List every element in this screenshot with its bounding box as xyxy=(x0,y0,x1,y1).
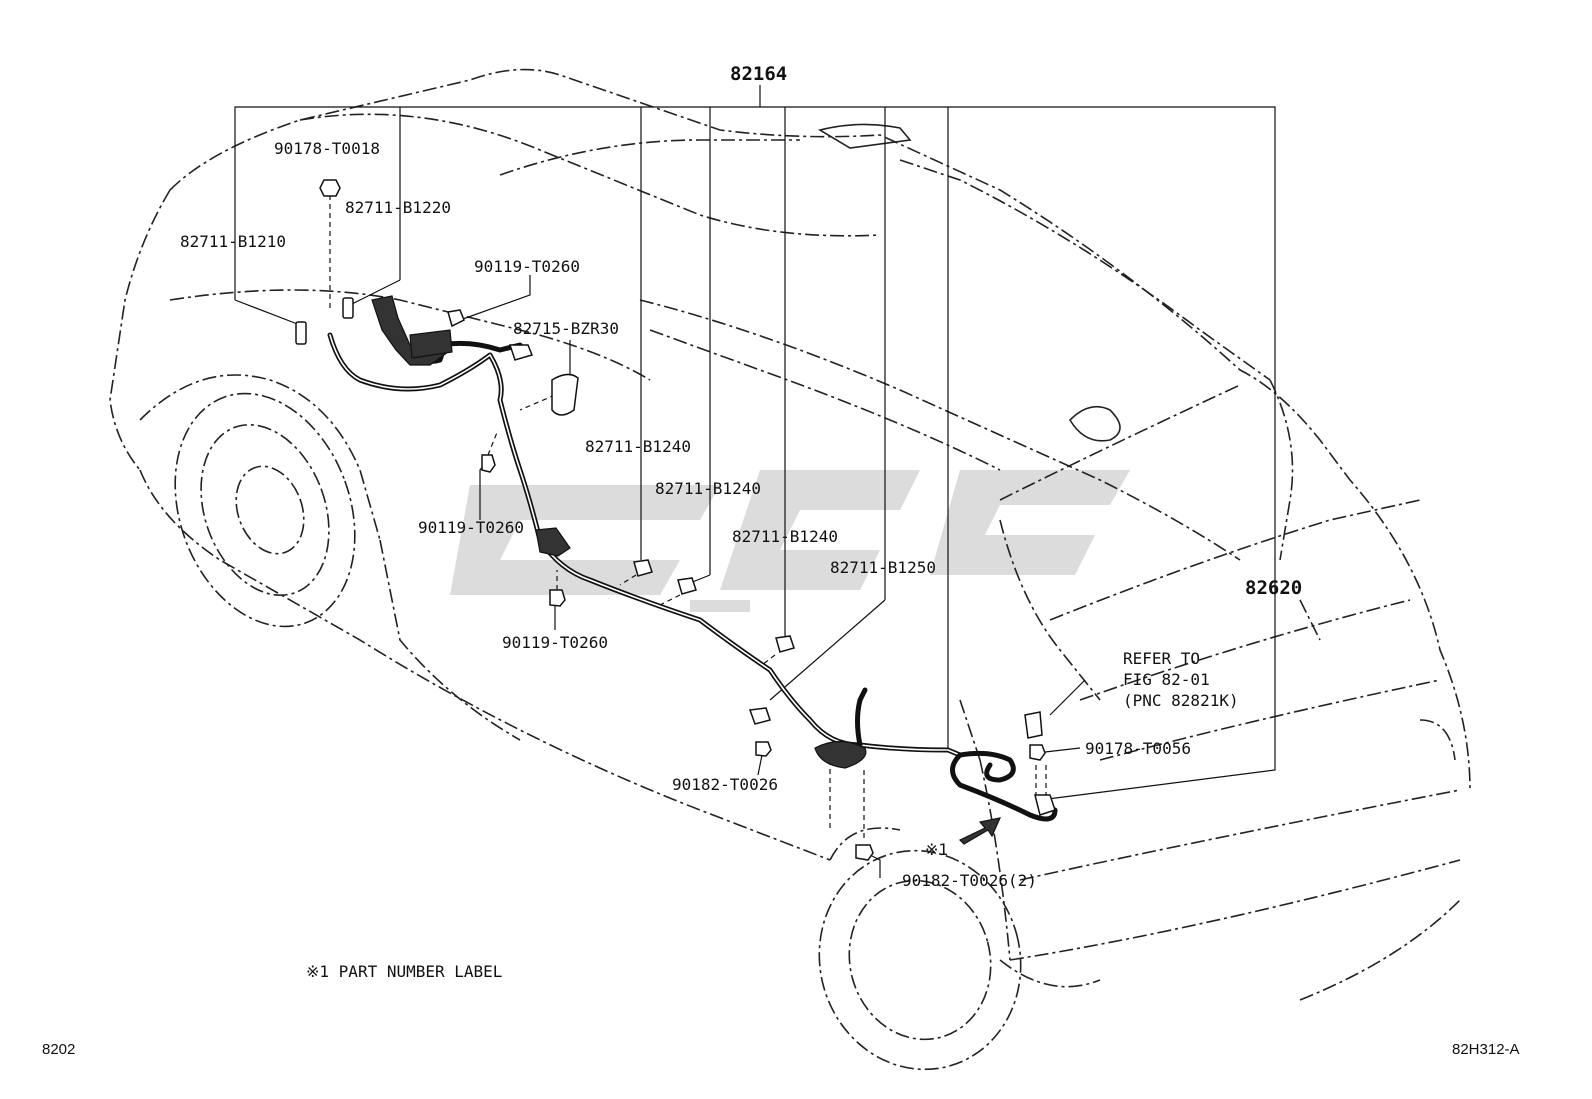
label-90119-t0260-a: 90119-T0260 xyxy=(474,257,580,276)
bracket-82715-bzr30 xyxy=(551,373,579,416)
nut-90178-t0056 xyxy=(1029,744,1046,761)
sensor-82620 xyxy=(1034,794,1056,816)
clip-82711-b1250 xyxy=(748,707,771,725)
label-82711-b1240-a: 82711-B1240 xyxy=(585,437,691,456)
connector-82821k xyxy=(1024,711,1043,739)
watermark-logo xyxy=(450,470,1130,612)
bolt-90119-t0260-c xyxy=(549,589,566,607)
nut-90182-t0026-2 xyxy=(855,844,874,861)
label-82711-b1210: 82711-B1210 xyxy=(180,232,286,251)
label-90119-t0260-c: 90119-T0260 xyxy=(502,633,608,652)
label-refer-line2: FIG 82-01 xyxy=(1123,670,1210,689)
label-82711-b1240-c: 82711-B1240 xyxy=(732,527,838,546)
label-82711-b1220: 82711-B1220 xyxy=(345,198,451,217)
vehicle-outline xyxy=(109,68,1471,1001)
note-part-number-label: ※1 PART NUMBER LABEL xyxy=(306,962,502,981)
nut-90182-t0026 xyxy=(755,741,772,757)
label-refer-line3: (PNC 82821K) xyxy=(1123,691,1239,710)
front-wheel xyxy=(174,392,356,628)
label-82711-b1250: 82711-B1250 xyxy=(830,558,936,577)
rear-wheel xyxy=(818,827,1022,1071)
label-90178-t0056: 90178-T0056 xyxy=(1085,739,1191,758)
bolt-90119-t0260-b xyxy=(481,454,496,473)
clip-82711-b1240-c xyxy=(775,635,795,653)
clip-82711-b1210 xyxy=(295,321,307,345)
clip-82711-b1220 xyxy=(342,297,354,319)
label-82715-bzr30: 82715-BZR30 xyxy=(513,319,619,338)
label-82620: 82620 xyxy=(1245,577,1302,599)
bolt-90119-t0260-a xyxy=(447,309,465,328)
label-90178-t0018: 90178-T0018 xyxy=(274,139,380,158)
clip-82711-b1240-a xyxy=(633,559,653,577)
page-code-right: 82H312-A xyxy=(1452,1041,1520,1058)
label-mark-1: ※1 xyxy=(925,840,948,859)
label-82164: 82164 xyxy=(730,63,787,85)
label-90182-t0026-2: 90182-T0026(2) xyxy=(902,871,1037,890)
label-90119-t0260-b: 90119-T0260 xyxy=(418,518,524,537)
label-refer-line1: REFER TO xyxy=(1123,649,1200,668)
assembly-bracket-82164 xyxy=(234,85,1276,801)
grommet xyxy=(814,740,867,769)
label-90182-t0026: 90182-T0026 xyxy=(672,775,778,794)
label-82711-b1240-b: 82711-B1240 xyxy=(655,479,761,498)
part-number-label-arrow xyxy=(958,817,1002,845)
nut-90178-t0018 xyxy=(319,179,341,197)
parts xyxy=(295,179,1056,861)
clip-82711-b1240-b xyxy=(677,577,697,595)
page-code-left: 8202 xyxy=(42,1041,75,1058)
